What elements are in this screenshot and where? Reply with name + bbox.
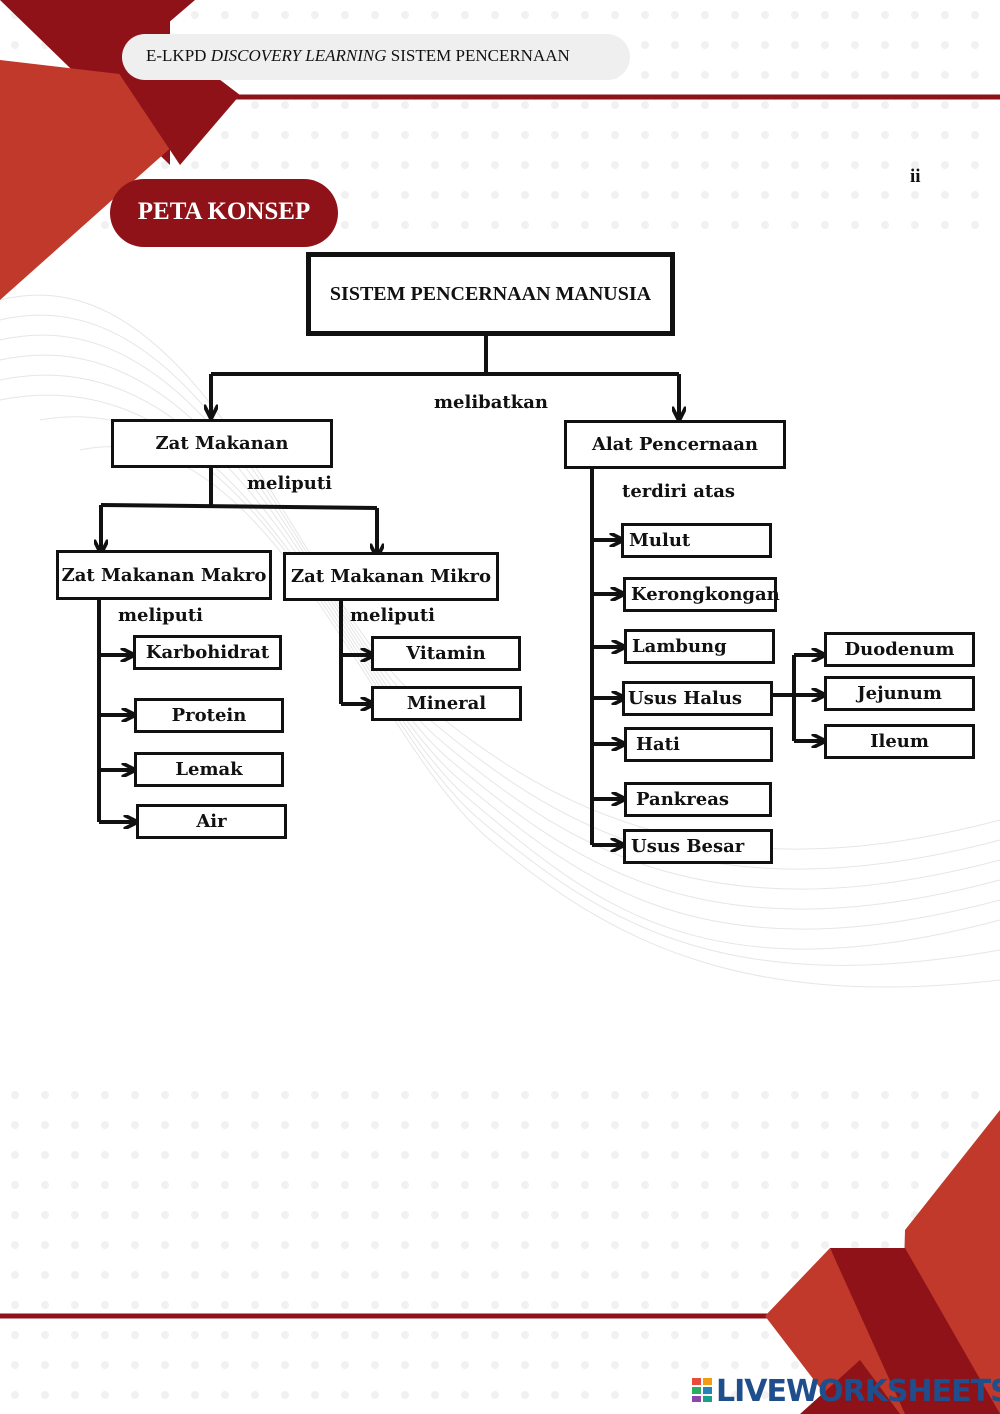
concept-item: Usus Halus	[622, 681, 773, 716]
concept-item: Ileum	[824, 724, 975, 759]
link-organs: terdiri atas	[622, 481, 736, 502]
concept-item: Protein	[134, 698, 284, 733]
section-badge	[110, 179, 338, 247]
concept-item: Usus Besar	[623, 829, 773, 864]
link-melibatkan: melibatkan	[434, 392, 548, 413]
link-food: meliputi	[247, 473, 332, 494]
header-italic: DISCOVERY LEARNING	[210, 46, 387, 65]
concept-root: SISTEM PENCERNAAN MANUSIA	[306, 252, 675, 336]
concept-food: Zat Makanan	[111, 419, 333, 468]
liveworksheets-watermark: LIVEWORKSHEETS	[716, 1374, 1000, 1409]
concept-item: Lemak	[134, 752, 284, 787]
concept-organs: Alat Pencernaan	[564, 420, 786, 469]
header-title: E-LKPD DISCOVERY LEARNING SISTEM PENCERN…	[146, 46, 570, 66]
concept-item: Lambung	[624, 629, 775, 664]
page-number: ii	[910, 166, 921, 187]
link-micro: meliputi	[350, 605, 435, 626]
concept-item: Air	[136, 804, 287, 839]
concept-item: Pankreas	[624, 782, 772, 817]
concept-item: Vitamin	[371, 636, 521, 671]
header-suffix: SISTEM PENCERNAAN	[386, 46, 570, 65]
section-title: PETA KONSEP	[137, 198, 311, 225]
concept-item: Mulut	[621, 523, 772, 558]
liveworksheets-logo-icon	[692, 1378, 712, 1402]
header-pill	[122, 34, 630, 80]
header-prefix: E-LKPD	[146, 46, 211, 65]
concept-item: Hati	[624, 727, 773, 762]
concept-item: Kerongkongan	[623, 577, 780, 612]
concept-item: Mineral	[371, 686, 522, 721]
link-macro: meliputi	[118, 605, 203, 626]
concept-item: Jejunum	[824, 676, 975, 711]
concept-macro: Zat Makanan Makro	[56, 550, 272, 600]
concept-item: Karbohidrat	[133, 635, 282, 670]
concept-item: Duodenum	[824, 632, 975, 667]
concept-micro: Zat Makanan Mikro	[283, 552, 499, 601]
